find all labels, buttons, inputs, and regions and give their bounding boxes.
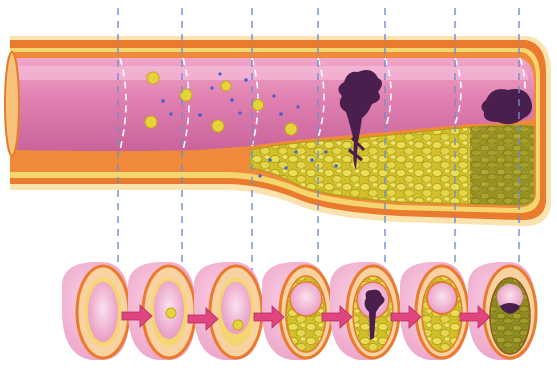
lumen-highlight xyxy=(10,66,528,80)
cross-section-stage-2 xyxy=(128,262,196,360)
cross-section-stage-1 xyxy=(62,262,130,360)
cross-section-stage-3 xyxy=(194,262,262,360)
vessel-longitudinal xyxy=(5,36,551,226)
vessel-cut-end xyxy=(5,52,19,156)
cross-section-stages xyxy=(62,262,536,360)
plaque-mass-dark-end xyxy=(470,125,534,205)
